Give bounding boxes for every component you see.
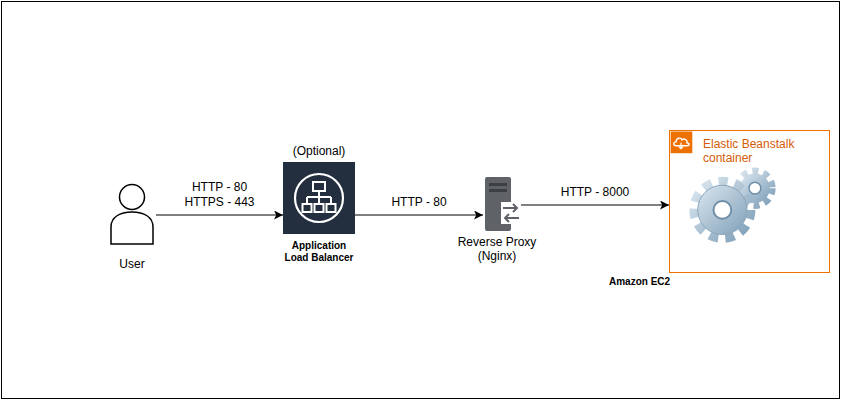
flow-arrow [156, 215, 283, 216]
beanstalk-container: Elastic Beanstalk container [669, 130, 830, 273]
container-title: Elastic Beanstalk container [703, 137, 823, 166]
server-icon [483, 176, 521, 232]
actor-label: User [102, 257, 162, 271]
protocol-label: HTTP - 80 [389, 195, 448, 209]
load-balancer-icon [283, 162, 355, 234]
gear-large [695, 182, 750, 237]
platform-label: Amazon EC2 [609, 276, 670, 287]
user-actor: User [108, 183, 156, 245]
optional-note: (Optional) [274, 144, 364, 158]
service-label: Application Load Balancer [279, 240, 359, 264]
load-balancer: (Optional)Application Load Balancer [283, 162, 355, 234]
server-label: Reverse Proxy (Nginx) [452, 235, 542, 264]
flow-arrow [355, 215, 483, 216]
flow-arrow [521, 205, 669, 206]
protocol-label: HTTP - 8000 [559, 185, 631, 199]
reverse-proxy: Reverse Proxy (Nginx) [483, 176, 521, 232]
protocol-label: HTTP - 80 HTTPS - 443 [178, 180, 262, 209]
user-icon [108, 183, 156, 245]
